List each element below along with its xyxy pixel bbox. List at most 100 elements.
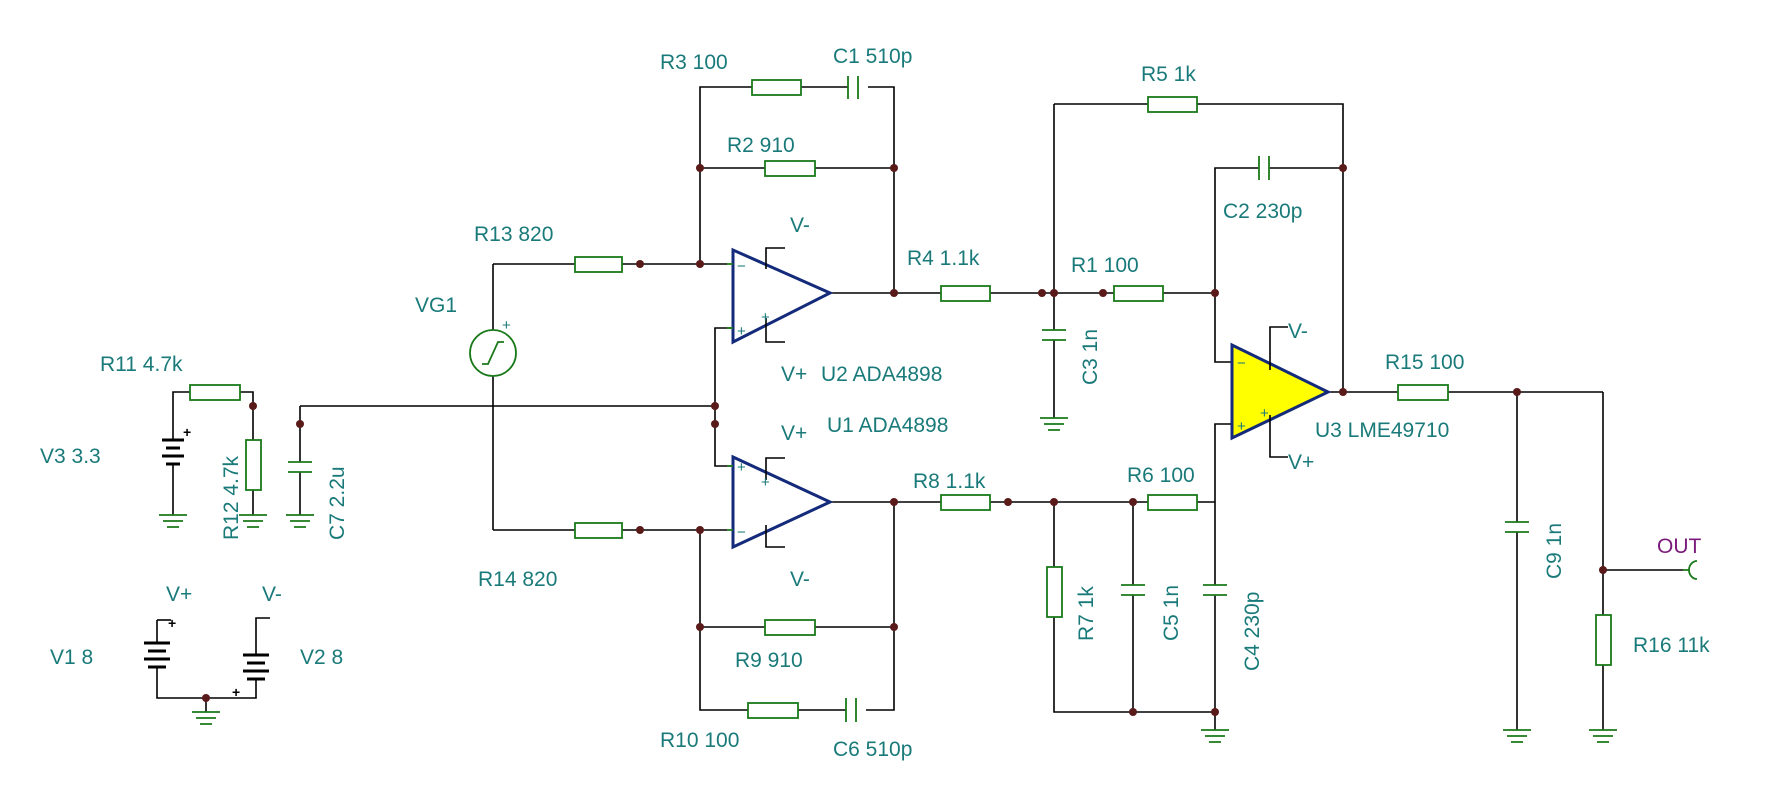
label-r3: R3 100 bbox=[660, 51, 728, 74]
label-r13: R13 820 bbox=[474, 223, 553, 246]
label-c7: C7 2.2u bbox=[326, 466, 349, 540]
label-c1: C1 510p bbox=[833, 45, 912, 68]
label-vg1: VG1 bbox=[415, 294, 457, 317]
ground-symbol bbox=[1589, 729, 1617, 743]
u3-plus-sign: + bbox=[1237, 418, 1246, 435]
u3-minus-sign: − bbox=[1237, 355, 1246, 372]
capacitor-c6 bbox=[845, 698, 857, 722]
label-r12: R12 4.7k bbox=[220, 455, 243, 540]
v3-plus-sign: + bbox=[183, 424, 191, 440]
label-u1-vplus: V+ bbox=[781, 422, 807, 445]
label-u2-vminus: V- bbox=[790, 214, 810, 237]
vg1-plus-sign: + bbox=[502, 317, 511, 334]
output-terminal bbox=[1683, 560, 1698, 580]
resistors bbox=[189, 79, 1612, 719]
signal-source-vg1 bbox=[469, 329, 517, 377]
label-r16: R16 11k bbox=[1633, 634, 1710, 657]
resistor-r6 bbox=[1147, 494, 1198, 511]
junctions bbox=[202, 164, 1607, 716]
capacitor-c3 bbox=[1042, 329, 1066, 341]
resistor-r15 bbox=[1397, 384, 1449, 401]
capacitor-c7 bbox=[288, 461, 312, 473]
battery-v2 bbox=[243, 653, 269, 681]
u2-minus-sign: − bbox=[737, 258, 746, 275]
component-labels: R3 100 C1 510p R2 910 R13 820 VG1 R11 4.… bbox=[40, 45, 1710, 761]
label-u2: U2 ADA4898 bbox=[821, 363, 942, 386]
capacitor-c9 bbox=[1505, 521, 1529, 533]
label-r10: R10 100 bbox=[660, 729, 739, 752]
u1-plus-sign: + bbox=[737, 459, 746, 476]
u1-plus-sign-inner: + bbox=[761, 474, 770, 491]
resistor-r14 bbox=[574, 522, 623, 539]
battery-v3 bbox=[162, 425, 184, 472]
label-c9: C9 1n bbox=[1543, 523, 1566, 579]
u2-plus-sign-inner: + bbox=[761, 309, 770, 326]
u2-plus-sign: + bbox=[737, 323, 746, 340]
label-r14: R14 820 bbox=[478, 568, 557, 591]
resistor-r8 bbox=[940, 494, 991, 511]
label-r9: R9 910 bbox=[735, 649, 803, 672]
label-u3-vplus: V+ bbox=[1288, 451, 1314, 474]
label-v2-vminus: V- bbox=[262, 583, 282, 606]
label-u3: U3 LME49710 bbox=[1315, 419, 1449, 442]
label-u1: U1 ADA4898 bbox=[827, 414, 948, 437]
resistor-r9 bbox=[764, 619, 816, 636]
label-c3: C3 1n bbox=[1079, 329, 1102, 385]
label-out: OUT bbox=[1657, 535, 1702, 558]
label-c2: C2 230p bbox=[1223, 200, 1302, 223]
resistor-r4 bbox=[940, 285, 991, 302]
ground-symbol bbox=[159, 514, 187, 528]
capacitors bbox=[288, 76, 1529, 722]
capacitor-c4 bbox=[1203, 584, 1227, 596]
label-r7: R7 1k bbox=[1075, 586, 1098, 641]
u1-minus-sign: − bbox=[737, 524, 746, 541]
wires bbox=[156, 86, 1683, 730]
capacitor-c2 bbox=[1258, 156, 1270, 180]
ground-symbol bbox=[239, 514, 267, 528]
label-u3-vminus: V- bbox=[1288, 320, 1308, 343]
ground-symbol bbox=[1040, 417, 1068, 431]
label-r4: R4 1.1k bbox=[907, 247, 980, 270]
resistor-r5 bbox=[1147, 96, 1198, 113]
capacitor-c5 bbox=[1121, 584, 1145, 596]
ground-symbol bbox=[286, 514, 314, 528]
label-r15: R15 100 bbox=[1385, 351, 1464, 374]
label-c5: C5 1n bbox=[1160, 585, 1183, 641]
v2-plus-sign: + bbox=[232, 684, 240, 700]
capacitor-c1 bbox=[847, 76, 859, 99]
label-r11: R11 4.7k bbox=[100, 353, 183, 376]
resistor-r3 bbox=[751, 79, 802, 96]
ground-symbol bbox=[1201, 729, 1229, 743]
ground-symbol bbox=[1503, 729, 1531, 743]
opamp-u2 bbox=[727, 247, 834, 345]
ground-symbol bbox=[192, 711, 220, 725]
label-r8: R8 1.1k bbox=[913, 470, 986, 493]
resistor-r16 bbox=[1595, 614, 1612, 666]
resistor-r7 bbox=[1046, 566, 1063, 618]
label-r2: R2 910 bbox=[727, 134, 795, 157]
resistor-r13 bbox=[574, 256, 623, 273]
label-v1: V1 8 bbox=[50, 646, 93, 669]
label-r6: R6 100 bbox=[1127, 464, 1195, 487]
batteries bbox=[144, 425, 269, 681]
label-v3: V3 3.3 bbox=[40, 445, 101, 468]
label-c4: C4 230p bbox=[1241, 592, 1264, 671]
label-r5: R5 1k bbox=[1141, 63, 1196, 86]
label-u2-vplus: V+ bbox=[781, 363, 807, 386]
label-v1-vplus: V+ bbox=[166, 583, 192, 606]
resistor-r1 bbox=[1113, 285, 1164, 302]
resistor-r11 bbox=[189, 384, 241, 401]
label-v2: V2 8 bbox=[300, 646, 343, 669]
opamp-u3 bbox=[1230, 326, 1332, 458]
u3-plus-sign-inner: + bbox=[1260, 405, 1269, 422]
label-u1-vminus: V- bbox=[790, 568, 810, 591]
resistor-r2 bbox=[764, 160, 816, 177]
grounds bbox=[159, 417, 1617, 743]
opamp-u1 bbox=[727, 454, 834, 550]
resistor-r10 bbox=[747, 702, 799, 719]
v1-plus-sign: + bbox=[168, 615, 176, 631]
label-c6: C6 510p bbox=[833, 738, 912, 761]
label-r1: R1 100 bbox=[1071, 254, 1139, 277]
pin-signs: − + + + + − − + + + + + + bbox=[168, 258, 1269, 700]
